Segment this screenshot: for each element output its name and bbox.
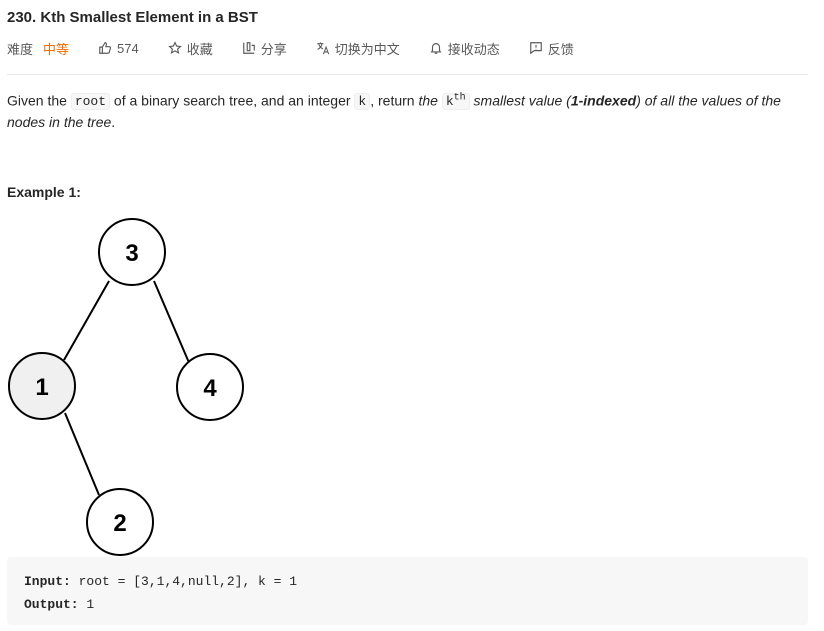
example-tree-diagram: 3 1 4 2 [8,218,244,556]
difficulty-label: 难度 [7,41,34,57]
tree-node-circle [98,218,166,286]
favorite-label: 收藏 [186,41,213,57]
tree-edge [64,412,100,496]
output-value: 1 [86,597,95,612]
header-divider [7,74,808,75]
translate-label: 切换为中文 [334,41,400,57]
desc-emphasis-text: smallest value ( [469,92,571,109]
tree-node-label: 1 [35,374,48,401]
share-button[interactable]: 分享 [242,39,287,58]
like-count: 574 [117,40,139,56]
example-output-line: Output: 1 [24,593,791,616]
tree-edge [153,280,191,366]
share-label: 分享 [260,41,287,57]
problem-toolbar: 难度 中等 574 收藏 分享 切换为中文 接收动态 [7,39,574,57]
feedback-label: 反馈 [547,41,574,57]
desc-text: of a binary search tree, and an integer [110,92,355,109]
feedback-button[interactable]: 反馈 [529,39,574,58]
favorite-button[interactable]: 收藏 [167,39,213,58]
example-title: Example 1: [7,184,81,200]
desc-emphasis: the [418,92,442,109]
code-root: root [70,93,111,111]
feedback-icon [529,42,542,55]
code-k: k [354,93,371,111]
input-label: Input: [24,574,71,589]
input-value: root = [3,1,4,null,2], k = 1 [78,574,298,589]
bell-icon [430,43,442,54]
desc-emphasis-text: ) of all the values of the nodes in the … [7,92,781,131]
desc-text: . [111,114,116,131]
subscribe-label: 接收动态 [447,41,500,57]
tree-node-label: 4 [203,375,217,402]
tree-node-circle [86,488,154,556]
code-kth: kth [441,93,470,111]
desc-text: Given the [7,92,71,109]
desc-emphasis: smallest value (1-indexed) of all the va… [7,92,781,130]
tree-edge [63,280,110,361]
difficulty-value: 中等 [43,41,70,57]
translate-icon [317,42,329,55]
thumbs-up-icon [99,42,112,54]
desc-text: , return [370,92,419,109]
example-io-block: Input: root = [3,1,4,null,2], k = 1 Outp… [7,557,808,625]
tree-node-label: 2 [113,510,126,537]
problem-title: 230. Kth Smallest Element in a BST [7,9,258,26]
problem-description: Given the root of a binary search tree, … [7,88,815,133]
code-kth-sup: th [453,93,466,104]
code-kth-base: k [445,94,454,110]
desc-strong: 1-indexed [570,92,637,109]
share-icon [242,42,255,54]
output-label: Output: [24,597,79,612]
example-input-line: Input: root = [3,1,4,null,2], k = 1 [24,570,791,593]
subscribe-button[interactable]: 接收动态 [429,39,500,58]
tree-node-circle [8,352,76,420]
like-button[interactable]: 574 [98,41,139,56]
translate-button[interactable]: 切换为中文 [316,39,400,58]
tree-node-label: 3 [125,240,138,267]
star-icon [167,41,182,54]
tree-node-circle [176,353,244,421]
